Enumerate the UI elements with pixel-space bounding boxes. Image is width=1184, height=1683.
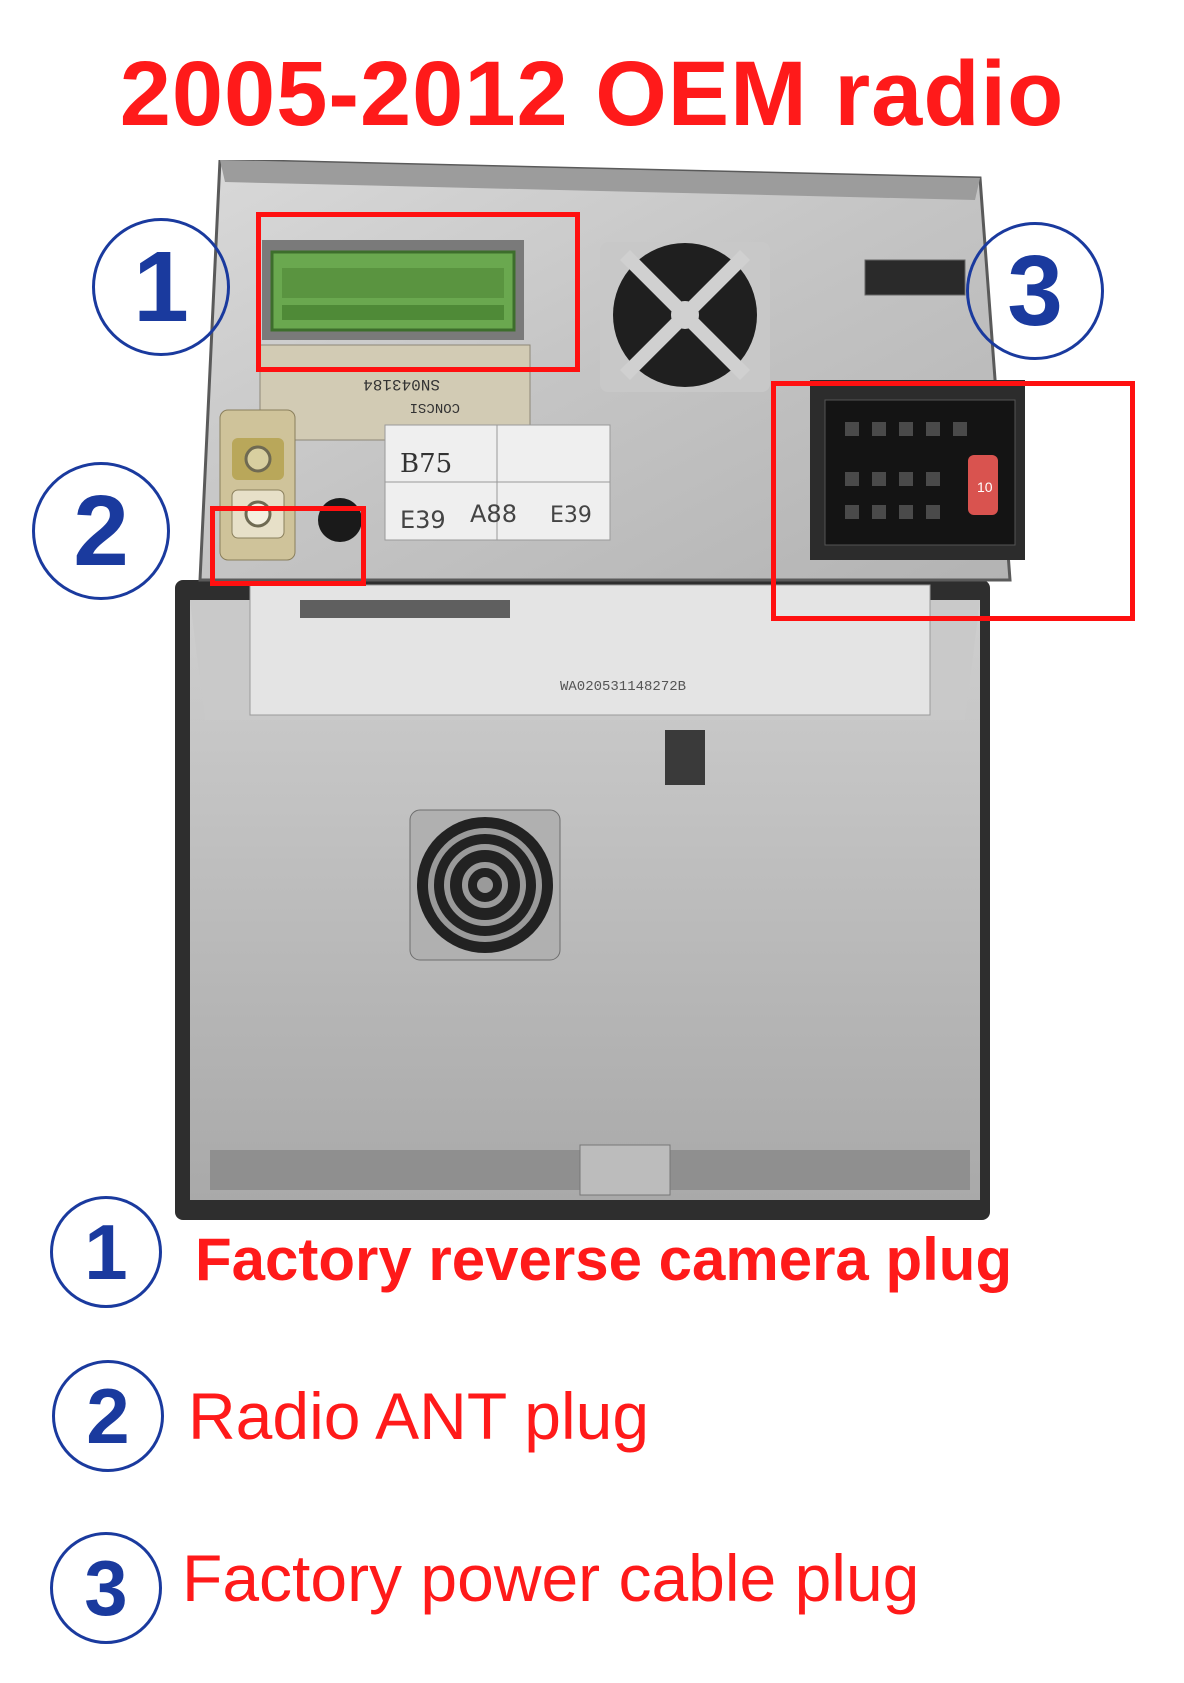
handwritten-sticker: B75 E39 A88 E39 [384, 424, 611, 541]
sticker-code-4: E39 [550, 503, 592, 528]
legend-number-3: 3 [84, 1543, 128, 1632]
legend-badge-2: 2 [52, 1360, 164, 1472]
antenna-connectors [219, 409, 362, 561]
legend-number-2: 2 [86, 1371, 130, 1460]
callout-number-3: 3 [1007, 234, 1063, 347]
legend-badge-1: 1 [50, 1196, 162, 1308]
lower-fan [409, 809, 561, 961]
callout-badge-2: 2 [32, 462, 170, 600]
sticker-code-1: B75 [400, 449, 452, 479]
highlight-power-plug [771, 381, 1135, 621]
board-label-2: CONCSI [410, 399, 460, 415]
board-label-1: SN043184 [363, 375, 440, 393]
highlight-antenna-plug [210, 506, 366, 586]
sticker-code-3: A88 [470, 500, 517, 528]
callout-number-2: 2 [73, 474, 129, 587]
fuse-label: 10 [977, 479, 993, 495]
power-connector: 10 [810, 380, 1025, 560]
green-camera-connector [262, 240, 524, 340]
barcode-text: WA020531148272B [560, 679, 686, 695]
callout-badge-1: 1 [92, 218, 230, 356]
radio-rear-photo: WA020531148272B SN043184 CONCSI [175, 160, 1025, 1220]
sticker-code-2: E39 [400, 506, 446, 534]
legend-label-2: Radio ANT plug [188, 1379, 650, 1453]
legend-number-1: 1 [84, 1207, 128, 1296]
upper-fan [600, 242, 770, 392]
highlight-camera-plug [256, 212, 580, 372]
callout-number-1: 1 [133, 230, 189, 343]
legend-badge-3: 3 [50, 1532, 162, 1644]
legend-label-1: Factory reverse camera plug [195, 1226, 1013, 1293]
barcode [300, 600, 510, 618]
callout-badge-3: 3 [966, 222, 1104, 360]
page-title: 2005-2012 OEM radio [119, 43, 1065, 145]
legend-label-3: Factory power cable plug [182, 1541, 920, 1615]
